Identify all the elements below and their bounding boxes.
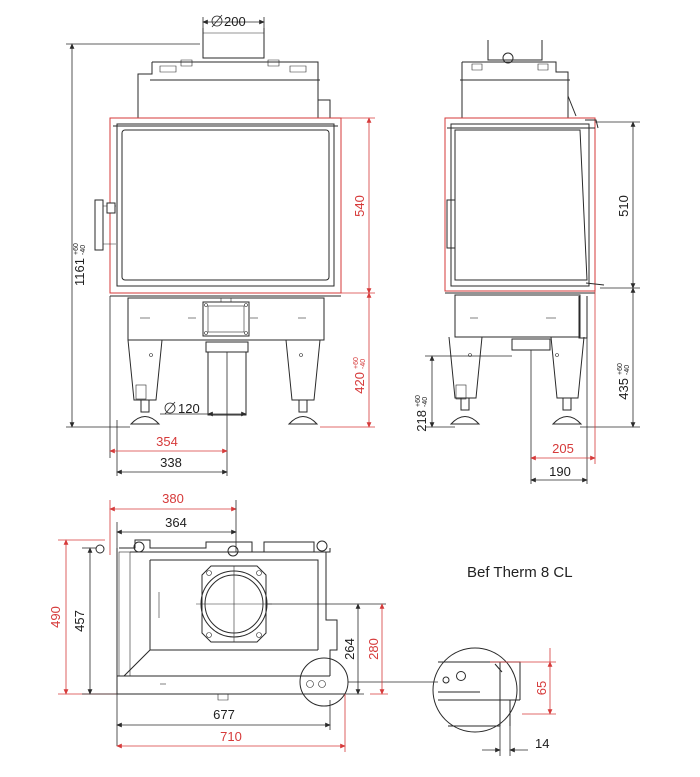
front-red-width-value: 354 bbox=[156, 434, 178, 449]
front-black-width-value: 338 bbox=[160, 455, 182, 470]
side-black-depth-value: 190 bbox=[549, 464, 571, 479]
leg-tol-up: +60 bbox=[415, 395, 422, 407]
flue-diameter-dim: 200 bbox=[211, 14, 246, 29]
detail-offset-value: 14 bbox=[535, 736, 549, 751]
side-base-tol-down: -40 bbox=[624, 365, 631, 375]
front-dimensions: 200 1161 +60 -40 540 420 +60 -40 bbox=[66, 14, 375, 476]
side-base-height-dim: 435 +60 -40 bbox=[616, 363, 631, 400]
top-black-depth-value: 457 bbox=[72, 610, 87, 632]
air-inlet-dim: 120 bbox=[164, 401, 200, 416]
top-view bbox=[95, 539, 438, 707]
side-base-tol-up: +60 bbox=[617, 363, 624, 375]
top-black-total-width-value: 677 bbox=[213, 707, 235, 722]
top-dimensions: 380 364 490 457 264 280 bbox=[48, 491, 388, 752]
top-black-flue-value: 264 bbox=[342, 638, 357, 660]
leg-height-dim: 218 +60 -40 bbox=[414, 395, 429, 432]
leg-tol-down: -40 bbox=[422, 397, 429, 407]
detail-view bbox=[432, 647, 521, 733]
top-red-width-value: 380 bbox=[162, 491, 184, 506]
total-height-tol-down: -40 bbox=[80, 245, 87, 255]
base-height-tol-down: -40 bbox=[360, 359, 367, 369]
base-height-dim: 420 +60 -40 bbox=[352, 357, 367, 394]
air-inlet-value: 120 bbox=[178, 401, 200, 416]
flue-diameter-value: 200 bbox=[224, 14, 246, 29]
door-height-value: 540 bbox=[352, 195, 367, 217]
side-dimensions: 510 435 +60 -40 218 +60 -40 205 190 bbox=[414, 121, 640, 484]
base-height-value: 420 bbox=[352, 372, 367, 394]
side-view bbox=[444, 40, 605, 425]
detail-dimensions: 65 14 bbox=[482, 648, 556, 756]
leg-height-value: 218 bbox=[414, 410, 429, 432]
front-view bbox=[94, 28, 342, 425]
total-height-value: 1161 bbox=[72, 258, 87, 286]
product-title: Bef Therm 8 CL bbox=[467, 564, 573, 581]
side-red-depth-value: 205 bbox=[552, 441, 574, 456]
total-height-dim: 1161 +60 -40 bbox=[72, 243, 87, 286]
side-base-height-value: 435 bbox=[616, 378, 631, 400]
side-door-height-value: 510 bbox=[616, 195, 631, 217]
top-black-width-value: 364 bbox=[165, 515, 187, 530]
total-height-tol-up: +60 bbox=[73, 243, 80, 255]
top-red-depth-value: 490 bbox=[48, 606, 63, 628]
top-red-total-width-value: 710 bbox=[220, 729, 242, 744]
base-height-tol-up: +60 bbox=[353, 357, 360, 369]
detail-red-height-value: 65 bbox=[534, 681, 549, 695]
top-red-flue-value: 280 bbox=[366, 638, 381, 660]
